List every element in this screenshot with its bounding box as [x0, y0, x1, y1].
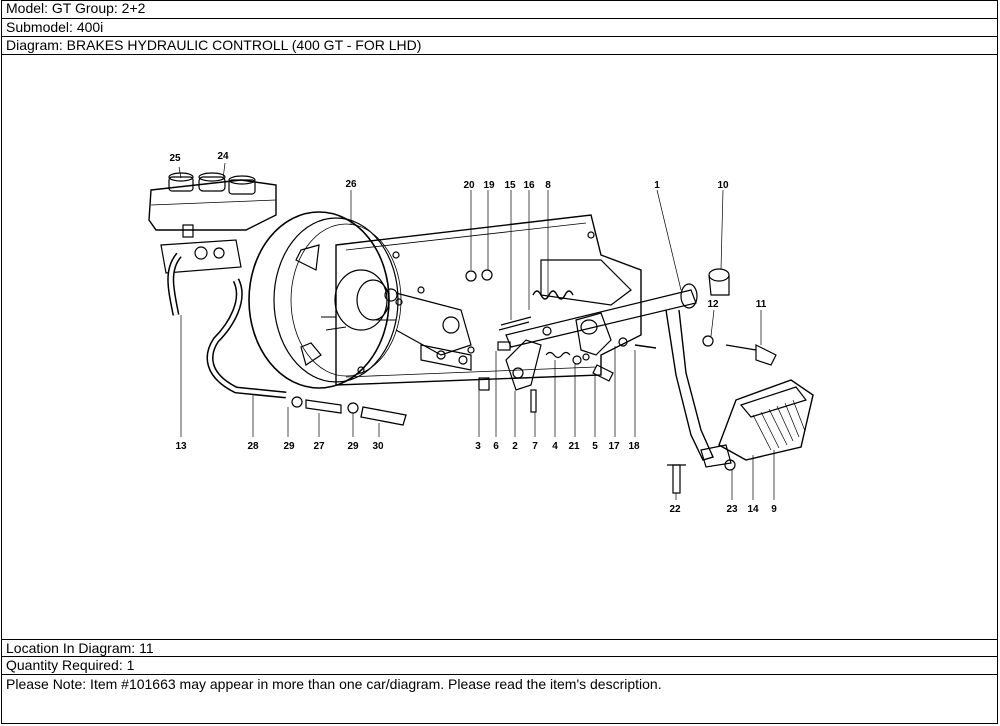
callout-2: 2 [512, 441, 518, 452]
callout-6: 6 [493, 441, 499, 452]
model-text: Model: GT Group: 2+2 [6, 0, 146, 16]
note-text: Please Note: Item #101663 may appear in … [6, 676, 662, 692]
callout-27: 27 [313, 441, 325, 452]
diagram-title-row: Diagram: BRAKES HYDRAULIC CONTROLL (400 … [1, 37, 998, 55]
note-row: Please Note: Item #101663 may appear in … [1, 676, 998, 724]
callout-26: 26 [345, 179, 357, 190]
diagram-title-text: Diagram: BRAKES HYDRAULIC CONTROLL (400 … [6, 37, 422, 53]
callout-24: 24 [217, 151, 229, 162]
callout-11: 11 [756, 299, 767, 310]
callout-16: 16 [523, 180, 535, 191]
callout-13: 13 [175, 441, 187, 452]
callout-5: 5 [592, 441, 598, 452]
callout-29-a: 29 [283, 441, 295, 452]
callout-7: 7 [532, 441, 538, 452]
callout-29-b: 29 [347, 441, 359, 452]
callout-22: 22 [669, 504, 681, 515]
callout-23: 23 [726, 504, 738, 515]
callout-8: 8 [545, 180, 551, 191]
callout-21: 21 [568, 441, 580, 452]
callout-4: 4 [552, 441, 558, 452]
callout-30: 30 [372, 441, 384, 452]
callout-9: 9 [771, 504, 777, 515]
location-text: Location In Diagram: 11 [6, 640, 154, 656]
quantity-row: Quantity Required: 1 [1, 657, 998, 675]
submodel-text: Submodel: 400i [6, 19, 104, 35]
callout-25: 25 [169, 153, 181, 164]
callout-15: 15 [504, 180, 516, 191]
callout-12: 12 [707, 299, 719, 310]
exploded-parts-diagram: 25 24 26 20 19 15 16 8 1 10 12 11 13 28 … [1, 55, 998, 639]
callout-3: 3 [475, 441, 481, 452]
diagram-drawing: 25 24 26 20 19 15 16 8 1 10 12 11 13 28 … [148, 151, 814, 515]
callout-19: 19 [483, 180, 495, 191]
model-row: Model: GT Group: 2+2 [1, 0, 998, 19]
callout-28: 28 [247, 441, 259, 452]
callout-14: 14 [747, 504, 759, 515]
location-row: Location In Diagram: 11 [1, 639, 998, 657]
quantity-text: Quantity Required: 1 [6, 657, 135, 673]
submodel-row: Submodel: 400i [1, 19, 998, 37]
callout-18: 18 [628, 441, 640, 452]
callout-10: 10 [717, 180, 729, 191]
callout-17: 17 [608, 441, 620, 452]
callout-1: 1 [654, 180, 660, 191]
callout-20: 20 [463, 180, 475, 191]
